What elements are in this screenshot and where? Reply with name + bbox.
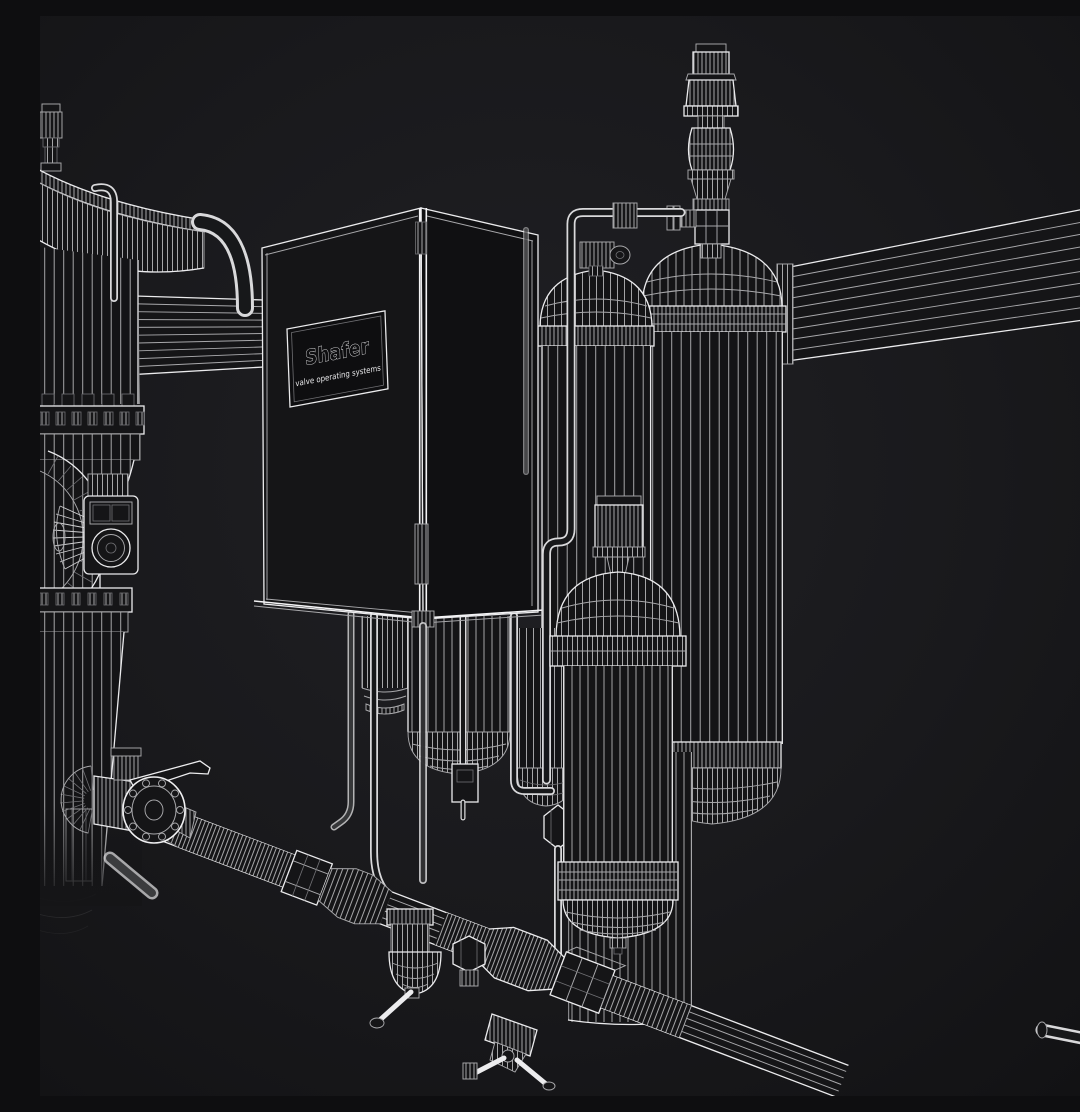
accumulator-bottle-large — [637, 243, 787, 825]
ball-valve-assembly — [60, 747, 211, 893]
stub-pipe-bottom-right — [1037, 1021, 1080, 1046]
wireframe-render: Shafer valve operating systems — [40, 16, 1080, 1096]
actuator-top — [40, 103, 63, 172]
cabinet-left-face — [261, 207, 424, 620]
reducer — [318, 868, 393, 924]
gearbox — [83, 473, 139, 575]
bonnet-flange-lower — [40, 587, 133, 633]
shafer-nameplate: Shafer valve operating systems — [286, 310, 389, 408]
bleed-fitting — [452, 935, 486, 987]
pipe-union — [612, 202, 638, 229]
bottle-top-valve — [579, 241, 631, 277]
volume-tank-front — [549, 495, 687, 955]
cabinet-right-face — [420, 207, 539, 620]
tank-top-valve — [592, 495, 646, 576]
bottom-pipeline — [153, 805, 849, 1096]
render-canvas: Shafer valve operating systems — [40, 16, 1080, 1096]
bolted-flange-disc — [122, 776, 186, 844]
sample-valve — [369, 908, 442, 1029]
bonnet-flange-upper — [40, 393, 145, 461]
pipe-barrel — [477, 927, 565, 991]
instrument-tubing — [334, 614, 551, 926]
finned-coupling — [60, 765, 94, 834]
control-cabinet: Shafer valve operating systems — [253, 207, 545, 880]
